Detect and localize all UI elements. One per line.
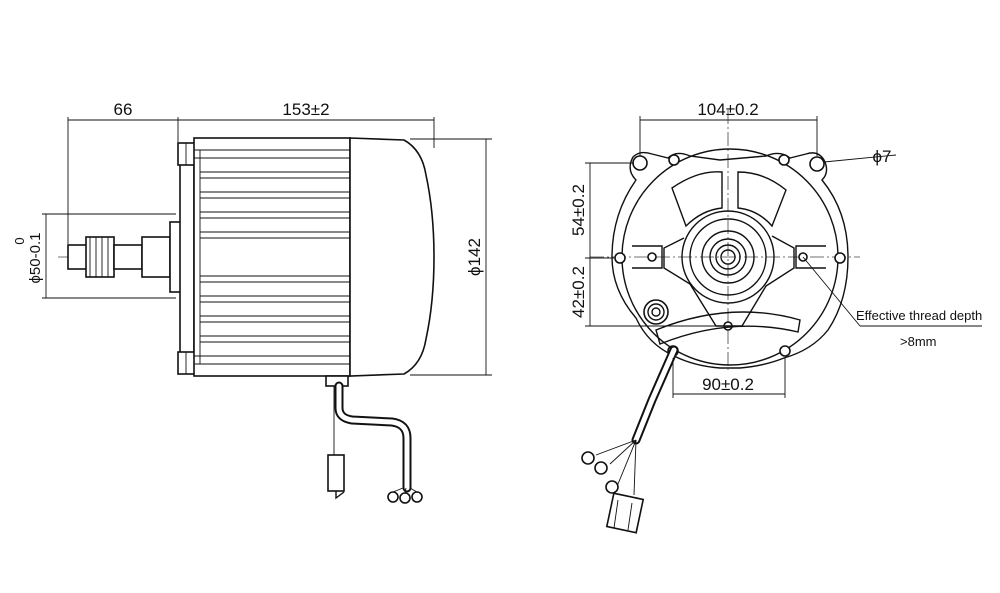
motor-end-cap — [349, 137, 435, 377]
front-view: 104±0.2 ϕ7 54±0.2 42±0.2 90±0.2 Effectiv… — [569, 100, 982, 534]
dim-hole-spacing-horizontal: 104±0.2 — [697, 100, 758, 119]
thread-note-line2: >8mm — [900, 334, 936, 349]
dim-body-length: 153±2 — [282, 100, 329, 119]
dim-hole-spacing-upper: 54±0.2 — [569, 184, 588, 236]
side-view: 66 153±2 ϕ142 ϕ50-0.1 0 — [12, 100, 492, 504]
dim-shaft-diameter: ϕ50-0.1 — [27, 233, 44, 284]
dim-hole-diameter: ϕ7 — [873, 147, 892, 166]
dim-body-diameter: ϕ142 — [465, 238, 484, 276]
dim-shaft-length: 66 — [114, 100, 133, 119]
front-hub — [681, 210, 775, 304]
side-cable — [325, 375, 423, 504]
motor-body-fins — [193, 137, 351, 377]
thread-note-line1: Effective thread depth — [856, 308, 982, 323]
motor-shaft — [67, 236, 171, 278]
dim-hole-spacing-bottom: 90±0.2 — [702, 375, 754, 394]
front-housing-outline — [611, 151, 849, 369]
dim-shaft-tolerance: 0 — [12, 237, 27, 244]
front-cable-gland — [643, 299, 669, 325]
dim-hole-spacing-lower: 42±0.2 — [569, 266, 588, 318]
front-cable — [581, 345, 679, 534]
